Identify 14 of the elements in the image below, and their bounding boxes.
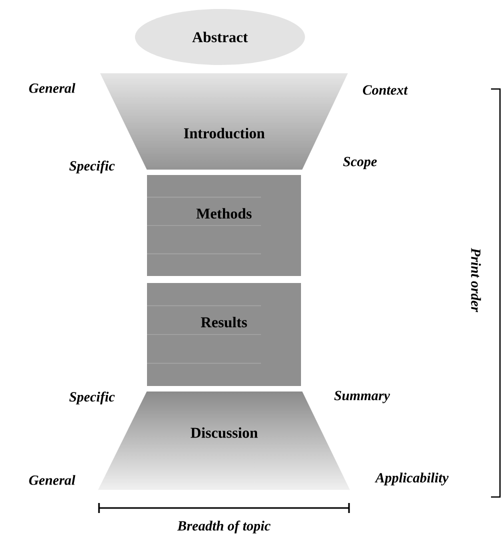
side-label: Context [362, 85, 408, 95]
section-box: Methods [146, 175, 301, 276]
side-label: Applicability [374, 472, 449, 486]
funnel-section: Discussion [190, 427, 258, 438]
funnel-section: Introduction [184, 128, 265, 138]
axis-label: Breadth of topic [177, 520, 270, 534]
side-label: Summary [334, 390, 390, 404]
side-label: General [29, 475, 76, 485]
side-label: Specific [69, 160, 115, 174]
side-label: Specific [69, 392, 115, 404]
axis-label: Print order [471, 248, 481, 312]
side-label: Scope [343, 156, 377, 170]
side-label: General [29, 83, 76, 93]
section-box: Results [146, 283, 301, 386]
